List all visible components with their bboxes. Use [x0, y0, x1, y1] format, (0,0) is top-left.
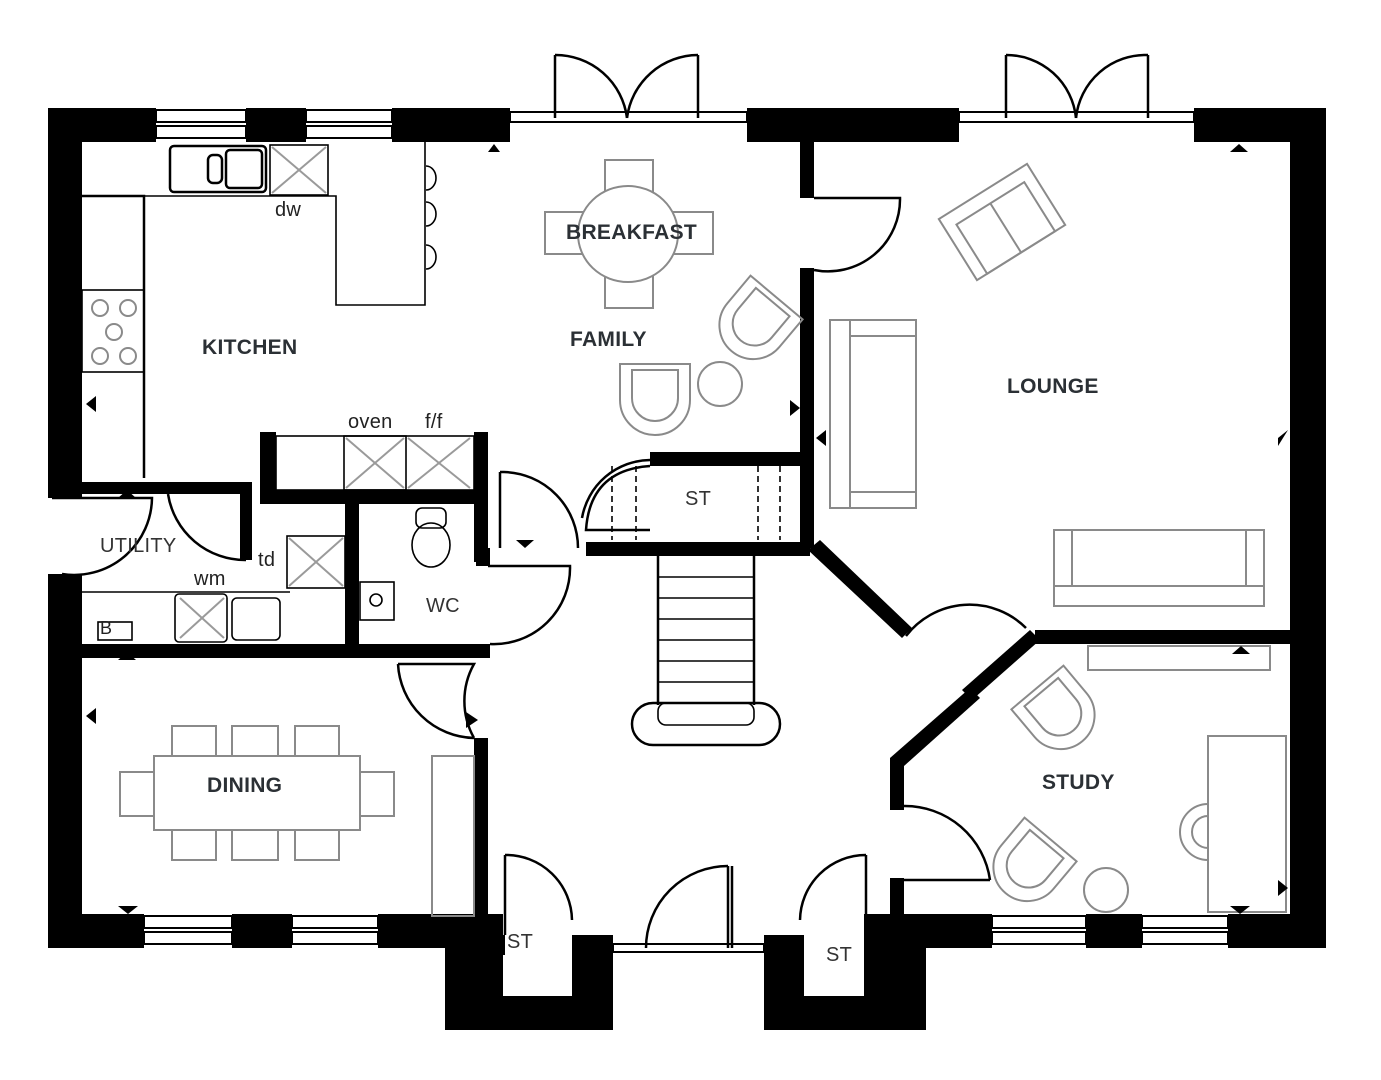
french-doors-family	[509, 53, 748, 123]
kitchen-units	[81, 142, 475, 643]
room-label-utility: UTILITY	[100, 535, 177, 557]
room-label-breakfast: BREAKFAST	[566, 221, 698, 244]
appliance-label-fridge-freezer: f/f	[425, 411, 443, 433]
room-label-store-right: ST	[826, 944, 853, 966]
room-label-wc: WC	[426, 595, 460, 617]
room-label-store-left: ST	[507, 931, 534, 953]
radiator-markers	[86, 144, 1288, 914]
lounge-furniture	[829, 162, 1265, 607]
dining-table	[119, 725, 475, 917]
internal-doors	[52, 196, 1027, 935]
breakfast-table	[544, 159, 714, 309]
staircase	[584, 464, 782, 747]
appliance-label-boiler: B	[100, 618, 113, 638]
room-label-kitchen: KITCHEN	[202, 336, 298, 359]
appliance-label-washing-machine: wm	[194, 568, 226, 590]
room-label-family: FAMILY	[570, 328, 647, 351]
appliance-label-oven: oven	[348, 411, 393, 433]
appliance-label-tumble-dryer: td	[258, 549, 276, 571]
room-label-lounge: LOUNGE	[1007, 375, 1099, 398]
family-armchairs	[619, 274, 805, 436]
study-furniture	[992, 645, 1287, 913]
room-label-dining: DINING	[207, 774, 283, 797]
room-label-stair-store: ST	[685, 488, 712, 510]
windows	[143, 109, 1229, 945]
front-door	[612, 864, 765, 953]
room-label-study: STUDY	[1042, 771, 1115, 794]
wc-fittings	[359, 507, 451, 621]
outer-walls	[48, 108, 1326, 1030]
appliance-label-dishwasher: dw	[275, 199, 302, 221]
french-doors-lounge	[958, 53, 1195, 123]
internal-walls	[82, 140, 1290, 918]
